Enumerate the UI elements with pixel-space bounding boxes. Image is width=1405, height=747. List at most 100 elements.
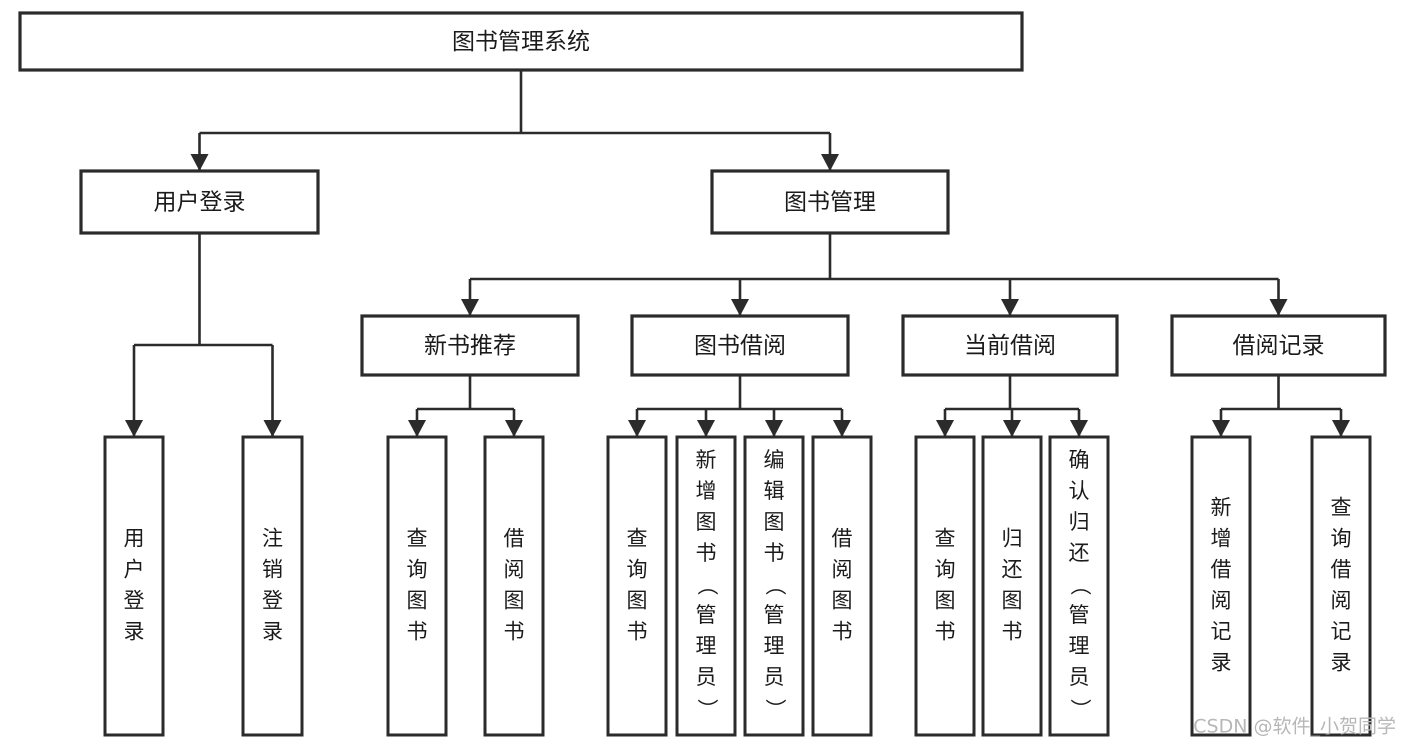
node-label-char: 员: [1069, 665, 1090, 689]
edge-arrow-icon: [505, 420, 523, 437]
node-root[interactable]: 图书管理系统: [18, 11, 1024, 72]
node-box[interactable]: [1310, 435, 1372, 737]
node-box[interactable]: [743, 435, 805, 737]
node-label-char: 增: [696, 479, 717, 503]
edge-arrow-icon: [1001, 299, 1019, 316]
node-box[interactable]: [18, 11, 1024, 72]
edge-arrow-icon: [1269, 299, 1288, 316]
node-label-char: 确: [1069, 448, 1090, 472]
node-label-char: ）: [1068, 699, 1092, 720]
node-label-char: 图: [935, 589, 956, 613]
node-box[interactable]: [675, 435, 737, 737]
node-label: 新书推荐: [424, 333, 516, 359]
node-box[interactable]: [606, 435, 668, 737]
node-box[interactable]: [1048, 435, 1110, 737]
node-box[interactable]: [710, 169, 950, 235]
node-label-char: 归: [1069, 510, 1090, 534]
node-label-char: 阅: [1211, 589, 1232, 613]
node-label-char: 认: [1069, 479, 1090, 503]
node-label-char: 阅: [832, 558, 853, 582]
node-book-borrow[interactable]: 图书借阅: [630, 314, 850, 377]
node-box[interactable]: [811, 435, 873, 737]
node-label-char: 辑: [764, 479, 785, 503]
node-box[interactable]: [103, 435, 165, 737]
node-box[interactable]: [79, 169, 320, 235]
node-label-char: 书: [1002, 620, 1023, 644]
edge-arrow-icon: [731, 299, 749, 316]
node-label-char: 登: [262, 589, 283, 613]
node-box[interactable]: [241, 435, 304, 737]
node-box[interactable]: [981, 435, 1043, 737]
node-label-char: 增: [1211, 527, 1232, 551]
node-box[interactable]: [901, 314, 1119, 377]
node-label: 图书管理: [784, 190, 876, 216]
node-label-char: 注: [262, 527, 283, 551]
edge-arrow-icon: [408, 420, 426, 437]
node-label-char: 阅: [1331, 589, 1352, 613]
node-label-char: 查: [627, 527, 648, 551]
node-label-char: ）: [695, 699, 719, 720]
node-label-char: 管: [696, 603, 717, 627]
node-label: 图书借阅: [694, 333, 786, 359]
node-label-char: 查: [935, 527, 956, 551]
node-label-char: 书: [935, 620, 956, 644]
node-label-char: 员: [764, 665, 785, 689]
node-label-char: 归: [1002, 527, 1023, 551]
edge-arrow-icon: [1332, 420, 1350, 437]
node-borrow-record[interactable]: 借阅记录: [1170, 314, 1387, 377]
node-label: 当前借阅: [964, 333, 1056, 359]
edge-arrow-icon: [697, 420, 715, 437]
node-label-char: 管: [1069, 603, 1090, 627]
node-label: 图书管理系统: [452, 29, 590, 55]
node-label-char: 借: [832, 527, 853, 551]
node-box[interactable]: [1170, 314, 1387, 377]
node-box[interactable]: [360, 314, 580, 377]
node-label-char: 还: [1002, 558, 1023, 582]
node-label-char: 理: [696, 634, 717, 658]
edge-arrow-icon: [190, 154, 209, 171]
edges-layer: [125, 70, 1350, 437]
edge-arrow-icon: [125, 420, 143, 437]
node-label-char: 还: [1069, 541, 1090, 565]
node-label-char: （: [763, 575, 787, 596]
node-new-book-recommend[interactable]: 新书推荐: [360, 314, 580, 377]
node-label-char: 借: [1331, 558, 1352, 582]
node-label-char: 理: [764, 634, 785, 658]
node-box[interactable]: [1190, 435, 1252, 737]
edge-arrow-icon: [628, 420, 646, 437]
node-label-char: 阅: [504, 558, 525, 582]
node-box[interactable]: [914, 435, 976, 737]
node-label-char: 书: [832, 620, 853, 644]
node-label-char: 书: [696, 541, 717, 565]
node-box[interactable]: [386, 435, 448, 737]
node-box[interactable]: [483, 435, 545, 737]
node-label-char: 图: [832, 589, 853, 613]
node-label: 借阅记录: [1233, 333, 1325, 359]
node-current-borrow[interactable]: 当前借阅: [901, 314, 1119, 377]
node-user-login[interactable]: 用户登录: [79, 169, 320, 235]
node-label-char: 询: [1331, 527, 1352, 551]
node-label-char: 记: [1331, 620, 1352, 644]
node-label-char: 图: [1002, 589, 1023, 613]
node-box[interactable]: [630, 314, 850, 377]
node-label-char: （: [1068, 575, 1092, 596]
node-book-manage[interactable]: 图书管理: [710, 169, 950, 235]
node-label-char: 询: [407, 558, 428, 582]
node-leaf-user-login[interactable]: 用户登录: [103, 435, 165, 737]
node-label-char: 书: [407, 620, 428, 644]
node-label-char: 查: [1331, 496, 1352, 520]
